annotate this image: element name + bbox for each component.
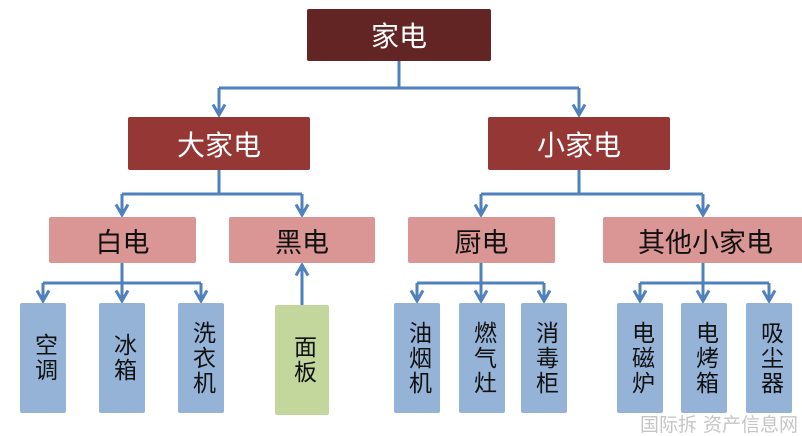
node-root-label: 家电 <box>370 20 427 53</box>
leaf-label: 冰箱 <box>109 333 136 383</box>
node-other-small-appliances: 其他小家电 <box>603 217 802 263</box>
connector-lines <box>35 61 777 305</box>
leaf-label: 电磁炉 <box>627 320 654 396</box>
connector-other <box>640 263 769 285</box>
leaf-label: 电烤箱 <box>691 320 718 396</box>
node-black-goods: 黑电 <box>229 217 375 263</box>
node-white-goods: 白电 <box>49 217 196 263</box>
leaf-panel: 面板 <box>275 305 329 415</box>
node-label: 厨电 <box>454 227 509 259</box>
connector-kitchen <box>417 263 544 285</box>
connector-root <box>219 61 579 90</box>
leaf-washing-machine: 洗衣机 <box>178 303 224 413</box>
node-kitchen-appliances: 厨电 <box>408 217 555 263</box>
node-label: 白电 <box>95 227 150 259</box>
connector-white <box>43 263 201 285</box>
leaf-label: 洗衣机 <box>188 320 215 396</box>
leaf-label: 空调 <box>30 333 57 383</box>
node-small-appliances: 小家电 <box>488 117 670 170</box>
node-label: 黑电 <box>275 227 329 259</box>
leaf-label: 面板 <box>289 335 316 385</box>
leaf-electric-oven: 电烤箱 <box>681 303 727 413</box>
leaf-label: 消毒柜 <box>531 320 558 396</box>
node-label: 其他小家电 <box>638 227 773 259</box>
leaf-label: 燃气灶 <box>469 320 496 396</box>
leaf-refrigerator: 冰箱 <box>99 303 145 413</box>
connector-big <box>122 170 302 196</box>
leaf-induction-cooker: 电磁炉 <box>617 303 663 413</box>
connector-small <box>481 170 703 196</box>
leaf-sterilizer: 消毒柜 <box>521 303 567 413</box>
leaf-vacuum-cleaner: 吸尘器 <box>746 303 792 413</box>
leaf-label: 吸尘器 <box>756 320 783 396</box>
node-root: 家电 <box>307 9 491 61</box>
leaf-label: 油烟机 <box>404 320 431 396</box>
leaf-gas-stove: 燃气灶 <box>459 303 505 413</box>
node-label: 大家电 <box>176 128 261 162</box>
node-label: 小家电 <box>536 128 621 162</box>
leaf-range-hood: 油烟机 <box>394 303 440 413</box>
leaf-air-conditioner: 空调 <box>20 303 66 413</box>
node-big-appliances: 大家电 <box>128 117 310 170</box>
